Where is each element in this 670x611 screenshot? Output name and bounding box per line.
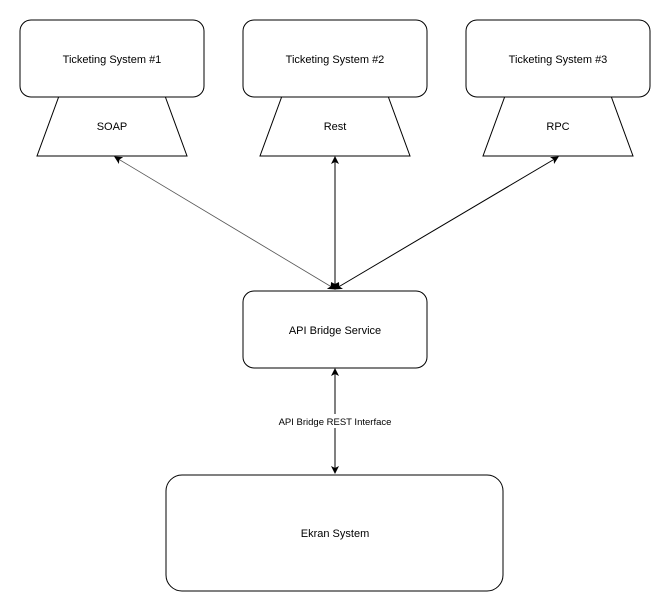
api-bridge-service[interactable]: API Bridge Service: [242, 290, 428, 369]
ekran-system[interactable]: Ekran System: [165, 474, 504, 592]
ticketing-system-1[interactable]: Ticketing System #1 SOAP: [19, 19, 205, 157]
ticketing-system-1-label: Ticketing System #1: [63, 54, 162, 66]
edge-label-background: [268, 414, 402, 428]
ticketing-system-2[interactable]: Ticketing System #2 Rest: [242, 19, 428, 157]
rpc-label: RPC: [546, 121, 569, 133]
ticketing-system-1-box: [19, 19, 205, 98]
ekran-system-label: Ekran System: [301, 528, 369, 540]
api-bridge-service-label: API Bridge Service: [289, 325, 381, 337]
soap-label: SOAP: [97, 121, 128, 133]
rest-label: Rest: [324, 121, 347, 133]
ticketing-system-2-label: Ticketing System #2: [286, 54, 385, 66]
ticketing-system-3[interactable]: Ticketing System #3 RPC: [465, 19, 651, 157]
ticketing-system-2-box: [242, 19, 428, 98]
ticketing-system-3-label: Ticketing System #3: [509, 54, 608, 66]
ekran-system-box: [165, 474, 504, 592]
rpc-to-bridge-connector: [334, 156, 559, 290]
soap-to-bridge-connector: [114, 156, 336, 290]
ticketing-system-3-box: [465, 19, 651, 98]
api-bridge-rest-interface-label: API Bridge REST Interface: [279, 417, 392, 428]
